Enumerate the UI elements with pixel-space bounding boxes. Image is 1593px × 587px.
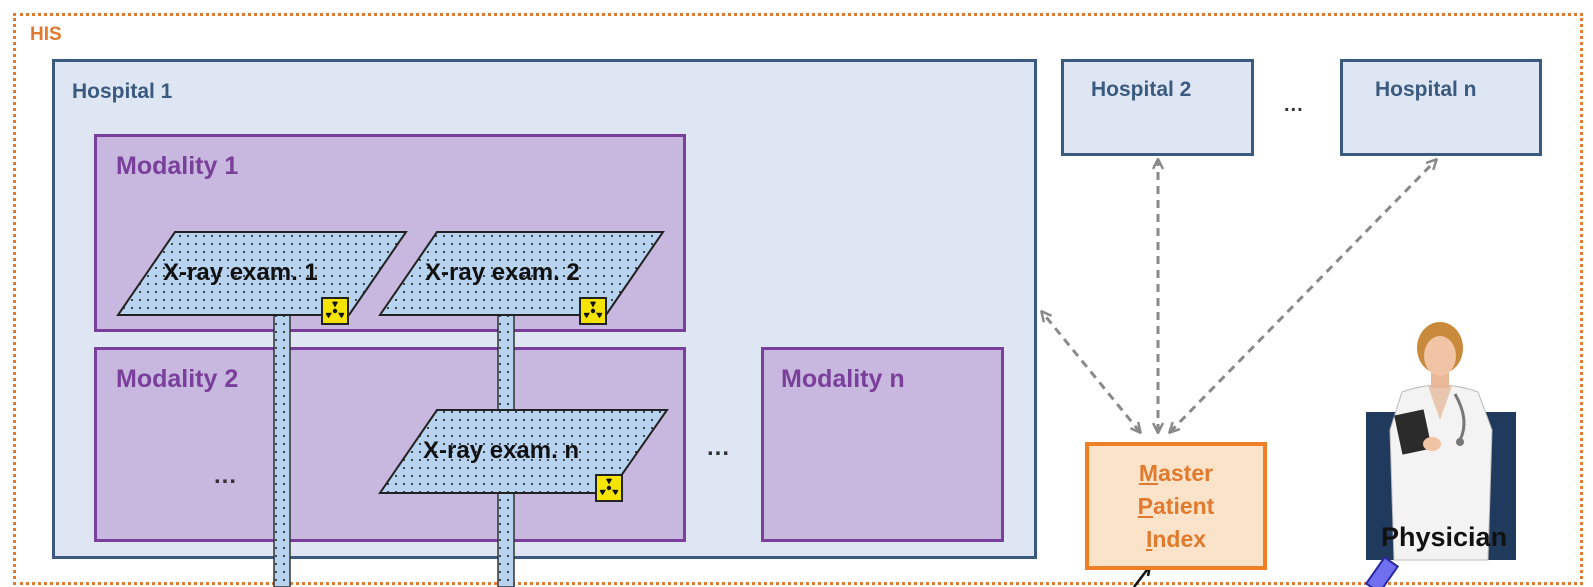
mpi-line-2: Patient bbox=[1137, 492, 1215, 519]
master-patient-index-box: Master Patient Index bbox=[1085, 442, 1267, 570]
modality-n-label: Modality n bbox=[781, 365, 905, 393]
hospital-2-box bbox=[1061, 59, 1254, 156]
arrow-mpi-hospital-1 bbox=[1042, 312, 1140, 432]
modality-n-box bbox=[761, 347, 1004, 542]
radiation-icon bbox=[321, 297, 349, 325]
hospital-n-box bbox=[1340, 59, 1542, 156]
physician-figure bbox=[1364, 322, 1516, 587]
modality-2-ellipsis: ... bbox=[214, 462, 238, 489]
radiation-icon bbox=[579, 297, 607, 325]
arrow-mpi-hospital-n bbox=[1170, 160, 1436, 432]
hospital-2-label: Hospital 2 bbox=[1091, 78, 1192, 101]
his-frame bbox=[13, 13, 1583, 585]
modality-ellipsis: ... bbox=[707, 434, 731, 461]
radiation-icon bbox=[595, 474, 623, 502]
exam-1-label: X-ray exam. 1 bbox=[163, 259, 318, 286]
hospital-ellipsis: ... bbox=[1284, 94, 1304, 116]
modality-1-label: Modality 1 bbox=[116, 152, 239, 180]
mpi-line-3: Index bbox=[1145, 525, 1207, 552]
exam-1-pipe bbox=[273, 314, 291, 587]
mpi-line-1: Master bbox=[1138, 459, 1214, 486]
hospital-n-label: Hospital n bbox=[1375, 78, 1477, 101]
exam-n-label: X-ray exam. n bbox=[423, 437, 580, 464]
physician-label: Physician bbox=[1381, 522, 1508, 552]
hospital-1-label: Hospital 1 bbox=[72, 80, 173, 103]
his-label: HIS bbox=[30, 24, 62, 45]
modality-2-label: Modality 2 bbox=[116, 365, 239, 393]
exam-1-shape bbox=[116, 231, 408, 316]
exam-2-label: X-ray exam. 2 bbox=[425, 259, 580, 286]
